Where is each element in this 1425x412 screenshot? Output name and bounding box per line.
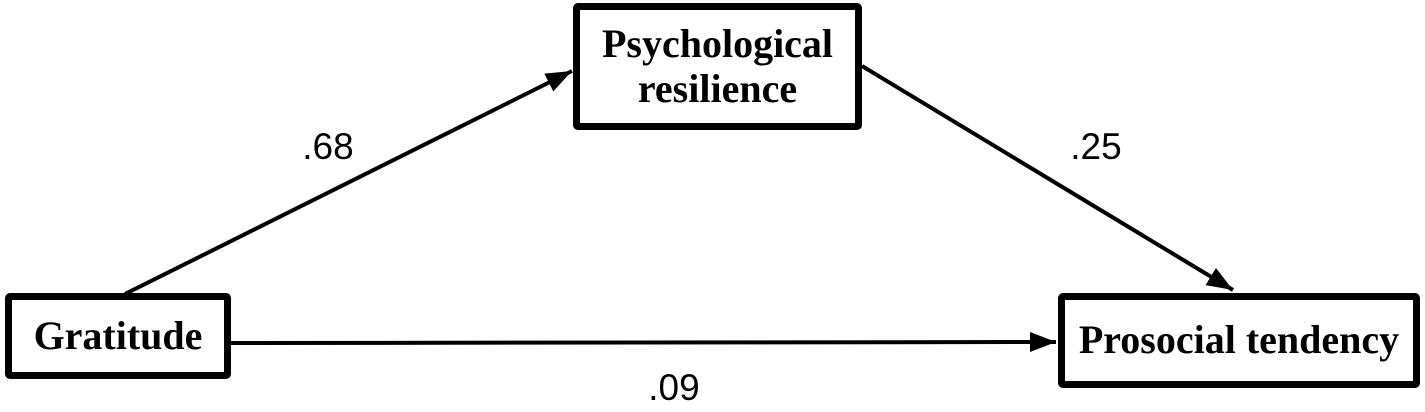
node-gratitude-label: Gratitude <box>33 312 203 358</box>
edge-gratitude-to-resilience <box>124 69 573 296</box>
node-prosocial-tendency: Prosocial tendency <box>1058 293 1420 388</box>
node-psychological-resilience-label: Psychological resilience <box>601 20 834 111</box>
node-gratitude: Gratitude <box>5 293 231 379</box>
node-psychological-resilience: Psychological resilience <box>573 3 862 130</box>
coefficient-resilience-to-prosocial: .25 <box>1070 126 1122 167</box>
edge-resilience-to-prosocial <box>860 64 1235 292</box>
coefficient-gratitude-to-resilience: .68 <box>302 126 354 167</box>
coefficient-gratitude-to-prosocial: .09 <box>648 367 700 408</box>
edge-gratitude-to-prosocial <box>230 332 1057 353</box>
node-prosocial-tendency-label: Prosocial tendency <box>1078 317 1400 363</box>
